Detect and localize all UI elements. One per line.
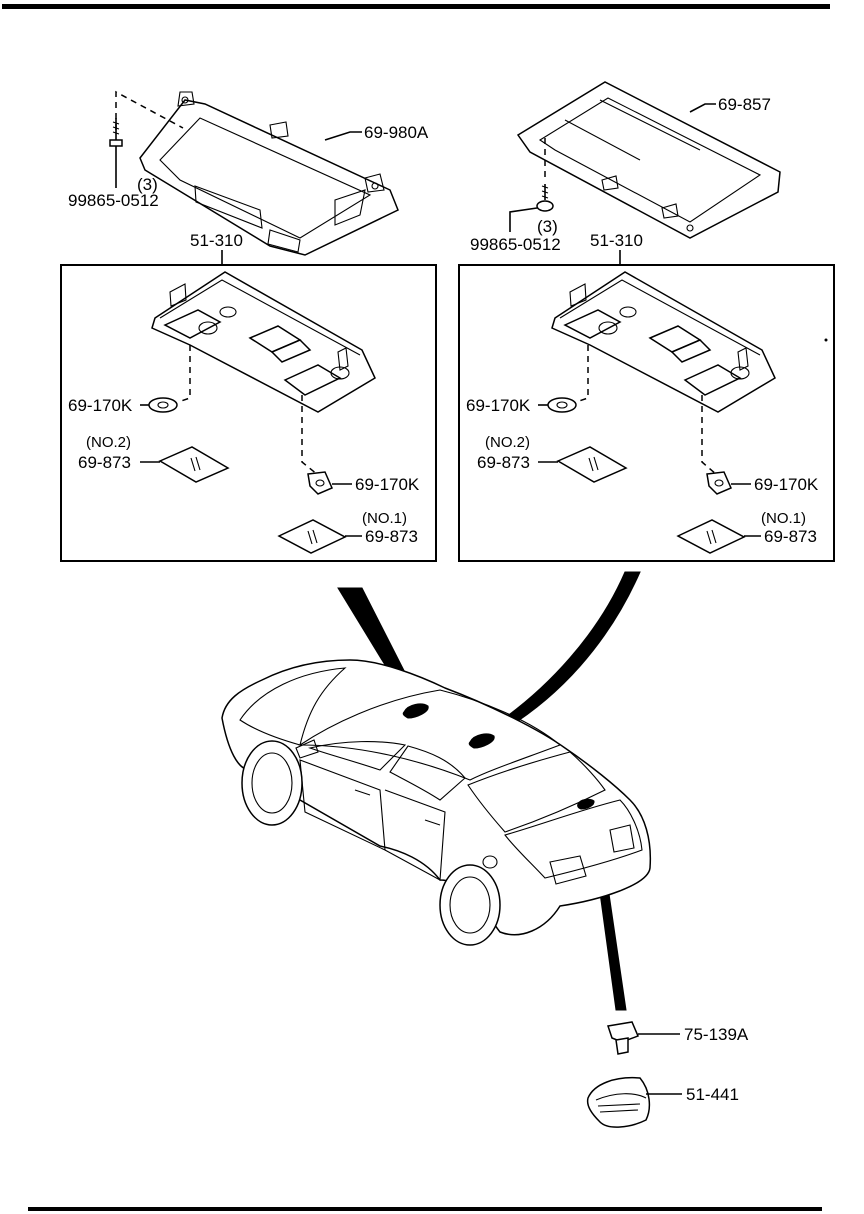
- label-trunk-lamp: 51-441: [686, 1085, 739, 1104]
- cap-right-b-guide: [701, 395, 718, 476]
- lens-right-no1-icon: [676, 519, 746, 554]
- label-screw-right: 99865-0512: [470, 235, 561, 254]
- label-cap-right-a: 69-170K: [466, 396, 531, 415]
- label-bulb: 75-139A: [684, 1025, 749, 1044]
- label-screw-right-qty: (3): [537, 217, 558, 236]
- bracket-right-leader: [689, 103, 716, 113]
- lens-left-no1-icon: [277, 519, 347, 554]
- bracket-right-illustration: [516, 81, 781, 239]
- bracket-left-illustration: [139, 91, 399, 256]
- bracket-left-leader: [324, 131, 362, 141]
- cap-right-a-guide: [575, 345, 589, 403]
- cap-right-b-icon: [706, 471, 732, 495]
- label-cap-right-b: 69-170K: [754, 475, 819, 494]
- cap-left-b-icon: [307, 471, 333, 495]
- trunk-lamp-marker: [577, 798, 595, 810]
- cap-right-a-icon: [547, 397, 577, 413]
- label-cap-left-a: 69-170K: [68, 396, 133, 415]
- label-lens-left-no2-tag: (NO.2): [86, 434, 131, 451]
- cap-left-b-guide: [301, 395, 319, 476]
- console-right-box: [458, 264, 835, 562]
- label-console-right: 51-310: [590, 231, 643, 250]
- label-bracket-left: 69-980A: [364, 123, 429, 142]
- label-lens-right-no2-tag: (NO.2): [485, 434, 530, 451]
- top-rule: [2, 4, 830, 9]
- label-bracket-right: 69-857: [718, 95, 771, 114]
- console-left-illustration: [151, 271, 376, 413]
- car-illustration: [221, 659, 652, 946]
- bottom-rule: [28, 1207, 822, 1211]
- label-lens-right-no2: 69-873: [477, 453, 530, 472]
- trunk-lamp-icon: [586, 1076, 651, 1128]
- screw-left-icon: [109, 118, 123, 147]
- map-lamp-rear-marker: [468, 733, 495, 749]
- bulb-icon: [607, 1021, 639, 1055]
- console-right-illustration: [551, 271, 776, 413]
- screw-right-leader: [509, 207, 538, 232]
- map-lamp-front-marker: [402, 703, 429, 719]
- label-lens-right-no1: 69-873: [764, 527, 817, 546]
- label-screw-left-qty: (3): [137, 175, 158, 194]
- label-lens-right-no1-tag: (NO.1): [761, 510, 806, 527]
- lens-right-no2-icon: [556, 446, 628, 483]
- screw-left-guide: [115, 90, 184, 130]
- label-lens-left-no1: 69-873: [365, 527, 418, 546]
- label-cap-left-b: 69-170K: [355, 475, 420, 494]
- edge-dot: [824, 338, 828, 342]
- label-lens-left-no1-tag: (NO.1): [362, 510, 407, 527]
- console-left-box: [60, 264, 437, 562]
- label-screw-left: 99865-0512: [68, 191, 159, 210]
- lens-left-no2-icon: [158, 446, 230, 483]
- cap-left-a-guide: [177, 345, 191, 403]
- label-lens-left-no2: 69-873: [78, 453, 131, 472]
- cap-left-a-icon: [148, 397, 178, 413]
- screw-right-icon: [536, 184, 554, 212]
- label-console-left: 51-310: [190, 231, 243, 250]
